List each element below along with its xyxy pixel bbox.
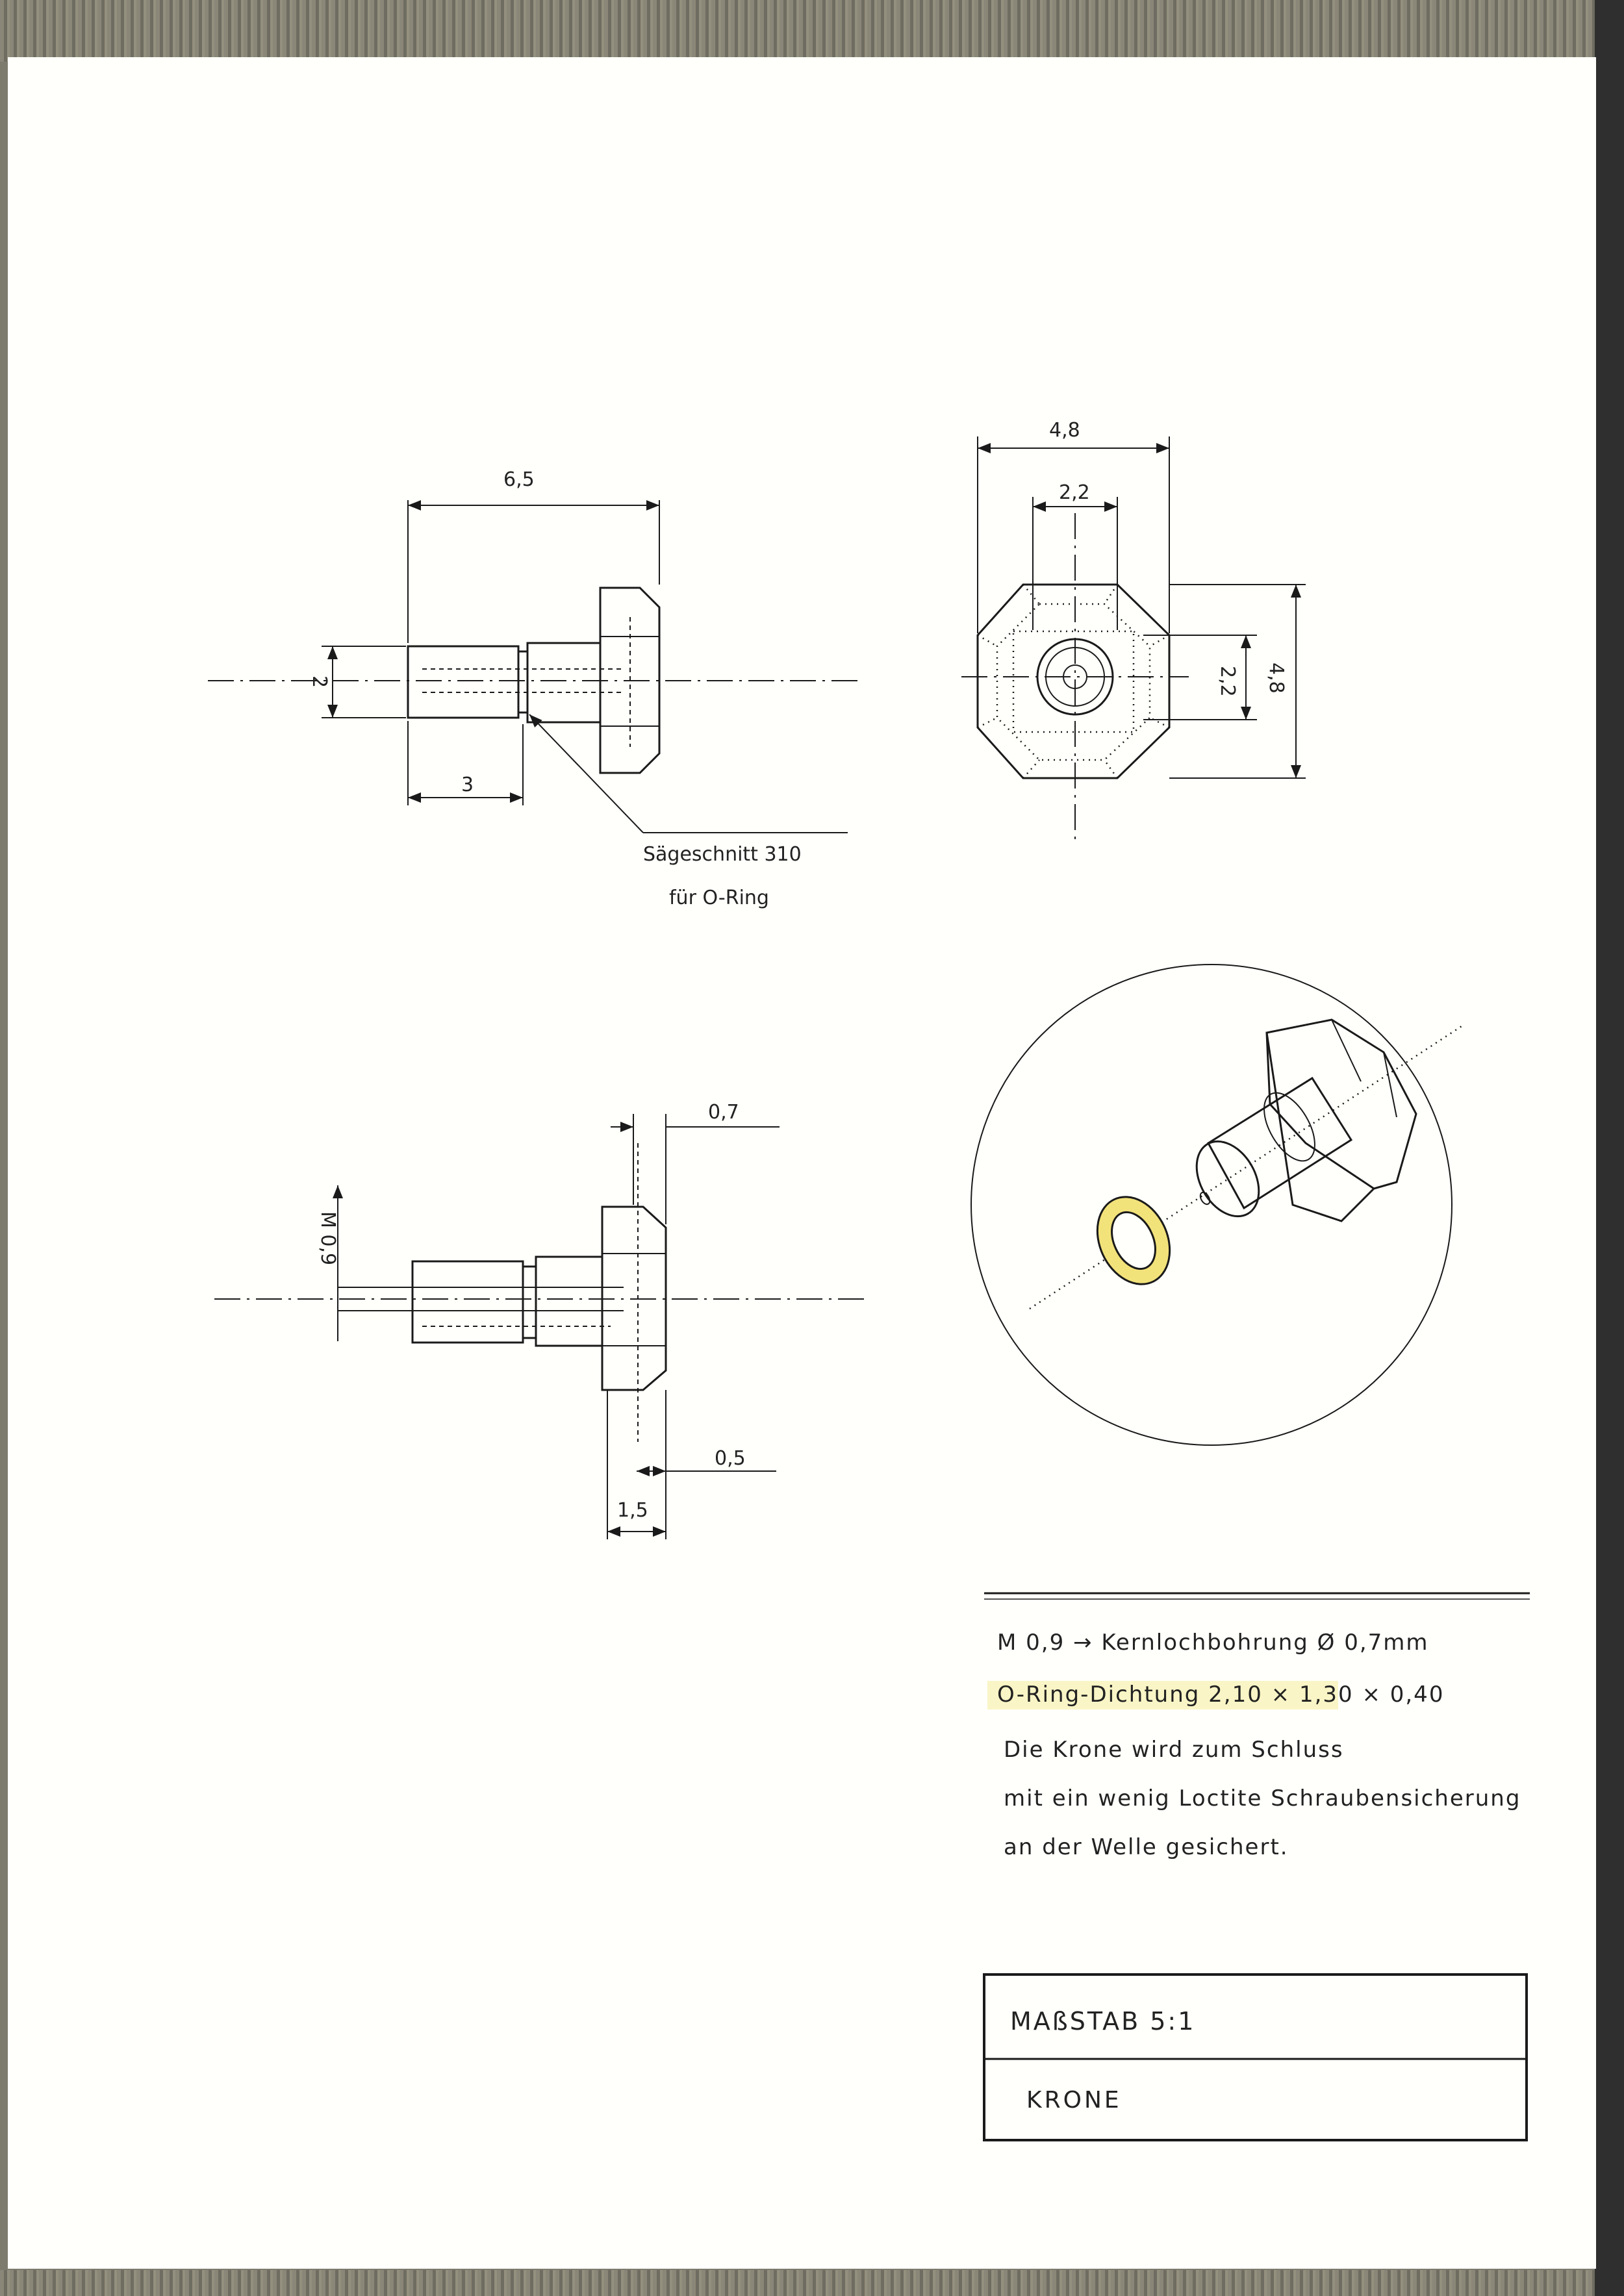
note-line-2: O-Ring-Dichtung 2,10 × 1,30 × 0,40	[997, 1682, 1444, 1708]
drawing-sheet	[8, 57, 1596, 2269]
notes-block: M 0,9 → Kernlochbohrung Ø 0,7mm O-Ring-D…	[984, 1592, 1530, 1860]
dim-diameter-label: 2	[308, 675, 331, 688]
side-collar	[526, 642, 602, 724]
section-view: 0,7 M 0,9 0,5 1,5	[214, 1101, 867, 1539]
dim-length-label: 6,5	[503, 468, 535, 491]
note-line-5: an der Welle gesichert.	[1004, 1834, 1289, 1860]
dim-front-inner-width: 2,2	[1059, 481, 1090, 504]
dim-section-head: 1,5	[617, 1499, 648, 1522]
note-highlight	[987, 1681, 1338, 1709]
title-block: MAßSTAB 5:1 KRONE	[983, 1973, 1528, 2141]
scan-edge-top	[0, 0, 1624, 62]
iso-hex-head	[1265, 1018, 1417, 1222]
note-line-4: mit ein wenig Loctite Schraubensicherung	[1004, 1785, 1521, 1811]
dim-front-width: 4,8	[1049, 419, 1080, 442]
scan-edge-right	[1595, 0, 1624, 2296]
section-head	[601, 1205, 667, 1391]
scan-edge-bottom	[0, 2270, 1624, 2296]
dim-section-thread: M 0,9	[316, 1211, 339, 1265]
title-scale: MAßSTAB 5:1	[1010, 2007, 1195, 2036]
side-shaft	[407, 645, 520, 719]
dim-shaft-label: 3	[461, 774, 474, 796]
front-octagon	[976, 583, 1171, 779]
isometric-detail	[971, 964, 1462, 1446]
callout-line1: Sägeschnitt 310	[643, 843, 802, 866]
side-view: 6,5 2 3 Sägeschnitt 310 für O-Ring	[208, 468, 857, 909]
note-line-3: Die Krone wird zum Schluss	[1004, 1737, 1344, 1763]
side-head	[599, 587, 661, 774]
dim-section-bottom: 0,5	[715, 1447, 746, 1470]
iso-shaft	[1207, 1076, 1353, 1210]
dim-front-inner-height: 2,2	[1216, 666, 1239, 697]
dim-section-top: 0,7	[708, 1101, 739, 1124]
side-oring-groove	[517, 650, 529, 714]
front-view: 4,8 2,2 2,2 4,8	[961, 419, 1306, 844]
callout-line2: für O-Ring	[669, 887, 769, 909]
note-line-1: M 0,9 → Kernlochbohrung Ø 0,7mm	[997, 1630, 1429, 1656]
detail-circle	[971, 964, 1453, 1446]
dim-front-height: 4,8	[1265, 662, 1288, 694]
title-part-name: KRONE	[1026, 2087, 1122, 2113]
